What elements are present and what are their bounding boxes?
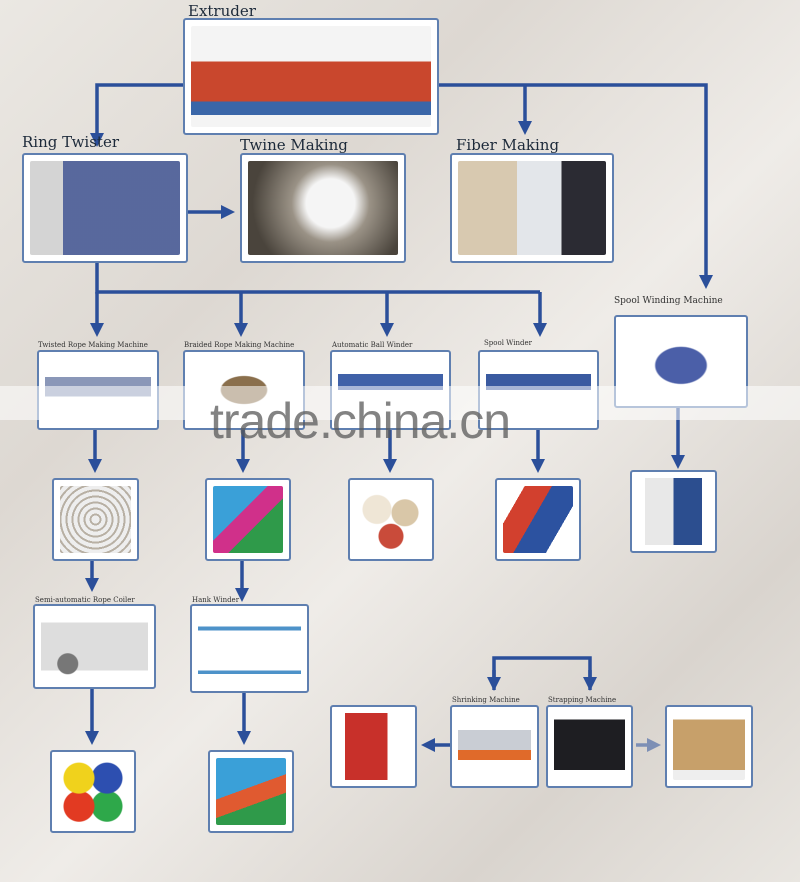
- spool-winding-product-image: [630, 470, 717, 553]
- hank-product-image: [208, 750, 294, 833]
- twine-balls-product-image: [348, 478, 434, 561]
- shrinking-machine-image: [450, 705, 539, 788]
- packed-spools-image: [330, 705, 417, 788]
- label-braided-rope: Braided Rope Making Machine: [184, 341, 295, 349]
- label-spool-winding-machine: Spool Winding Machine: [614, 296, 723, 306]
- ring-twister-image: [22, 153, 188, 263]
- label-strapping-machine: Strapping Machine: [548, 696, 617, 704]
- watermark: trade.china.cn: [210, 393, 511, 449]
- watermark-band: [0, 386, 800, 420]
- label-hank-winder: Hank Winder: [192, 596, 240, 604]
- label-twine-making: Twine Making: [240, 136, 348, 154]
- label-twisted-rope: Twisted Rope Making Machine: [38, 341, 148, 349]
- label-rope-coiler: Semi-automatic Rope Coiler: [35, 596, 135, 604]
- extruder-image: [183, 18, 439, 135]
- label-shrinking-machine: Shrinking Machine: [452, 696, 520, 704]
- hank-winder-image: [190, 604, 309, 693]
- coiled-rope-product-image: [50, 750, 136, 833]
- packaged-carton-image: [665, 705, 753, 788]
- twisted-rope-product-image: [52, 478, 139, 561]
- strapping-machine-image: [546, 705, 633, 788]
- twine-making-image: [240, 153, 406, 263]
- spool-product-image: [495, 478, 581, 561]
- label-ball-winder: Automatic Ball Winder: [332, 341, 413, 349]
- label-fiber-making: Fiber Making: [456, 136, 560, 154]
- rope-coiler-image: [33, 604, 156, 689]
- label-spool-winder: Spool Winder: [484, 339, 532, 347]
- fiber-making-image: [450, 153, 614, 263]
- label-extruder: Extruder: [188, 2, 256, 20]
- label-ring-twister: Ring Twister: [22, 133, 120, 151]
- braided-rope-product-image: [205, 478, 291, 561]
